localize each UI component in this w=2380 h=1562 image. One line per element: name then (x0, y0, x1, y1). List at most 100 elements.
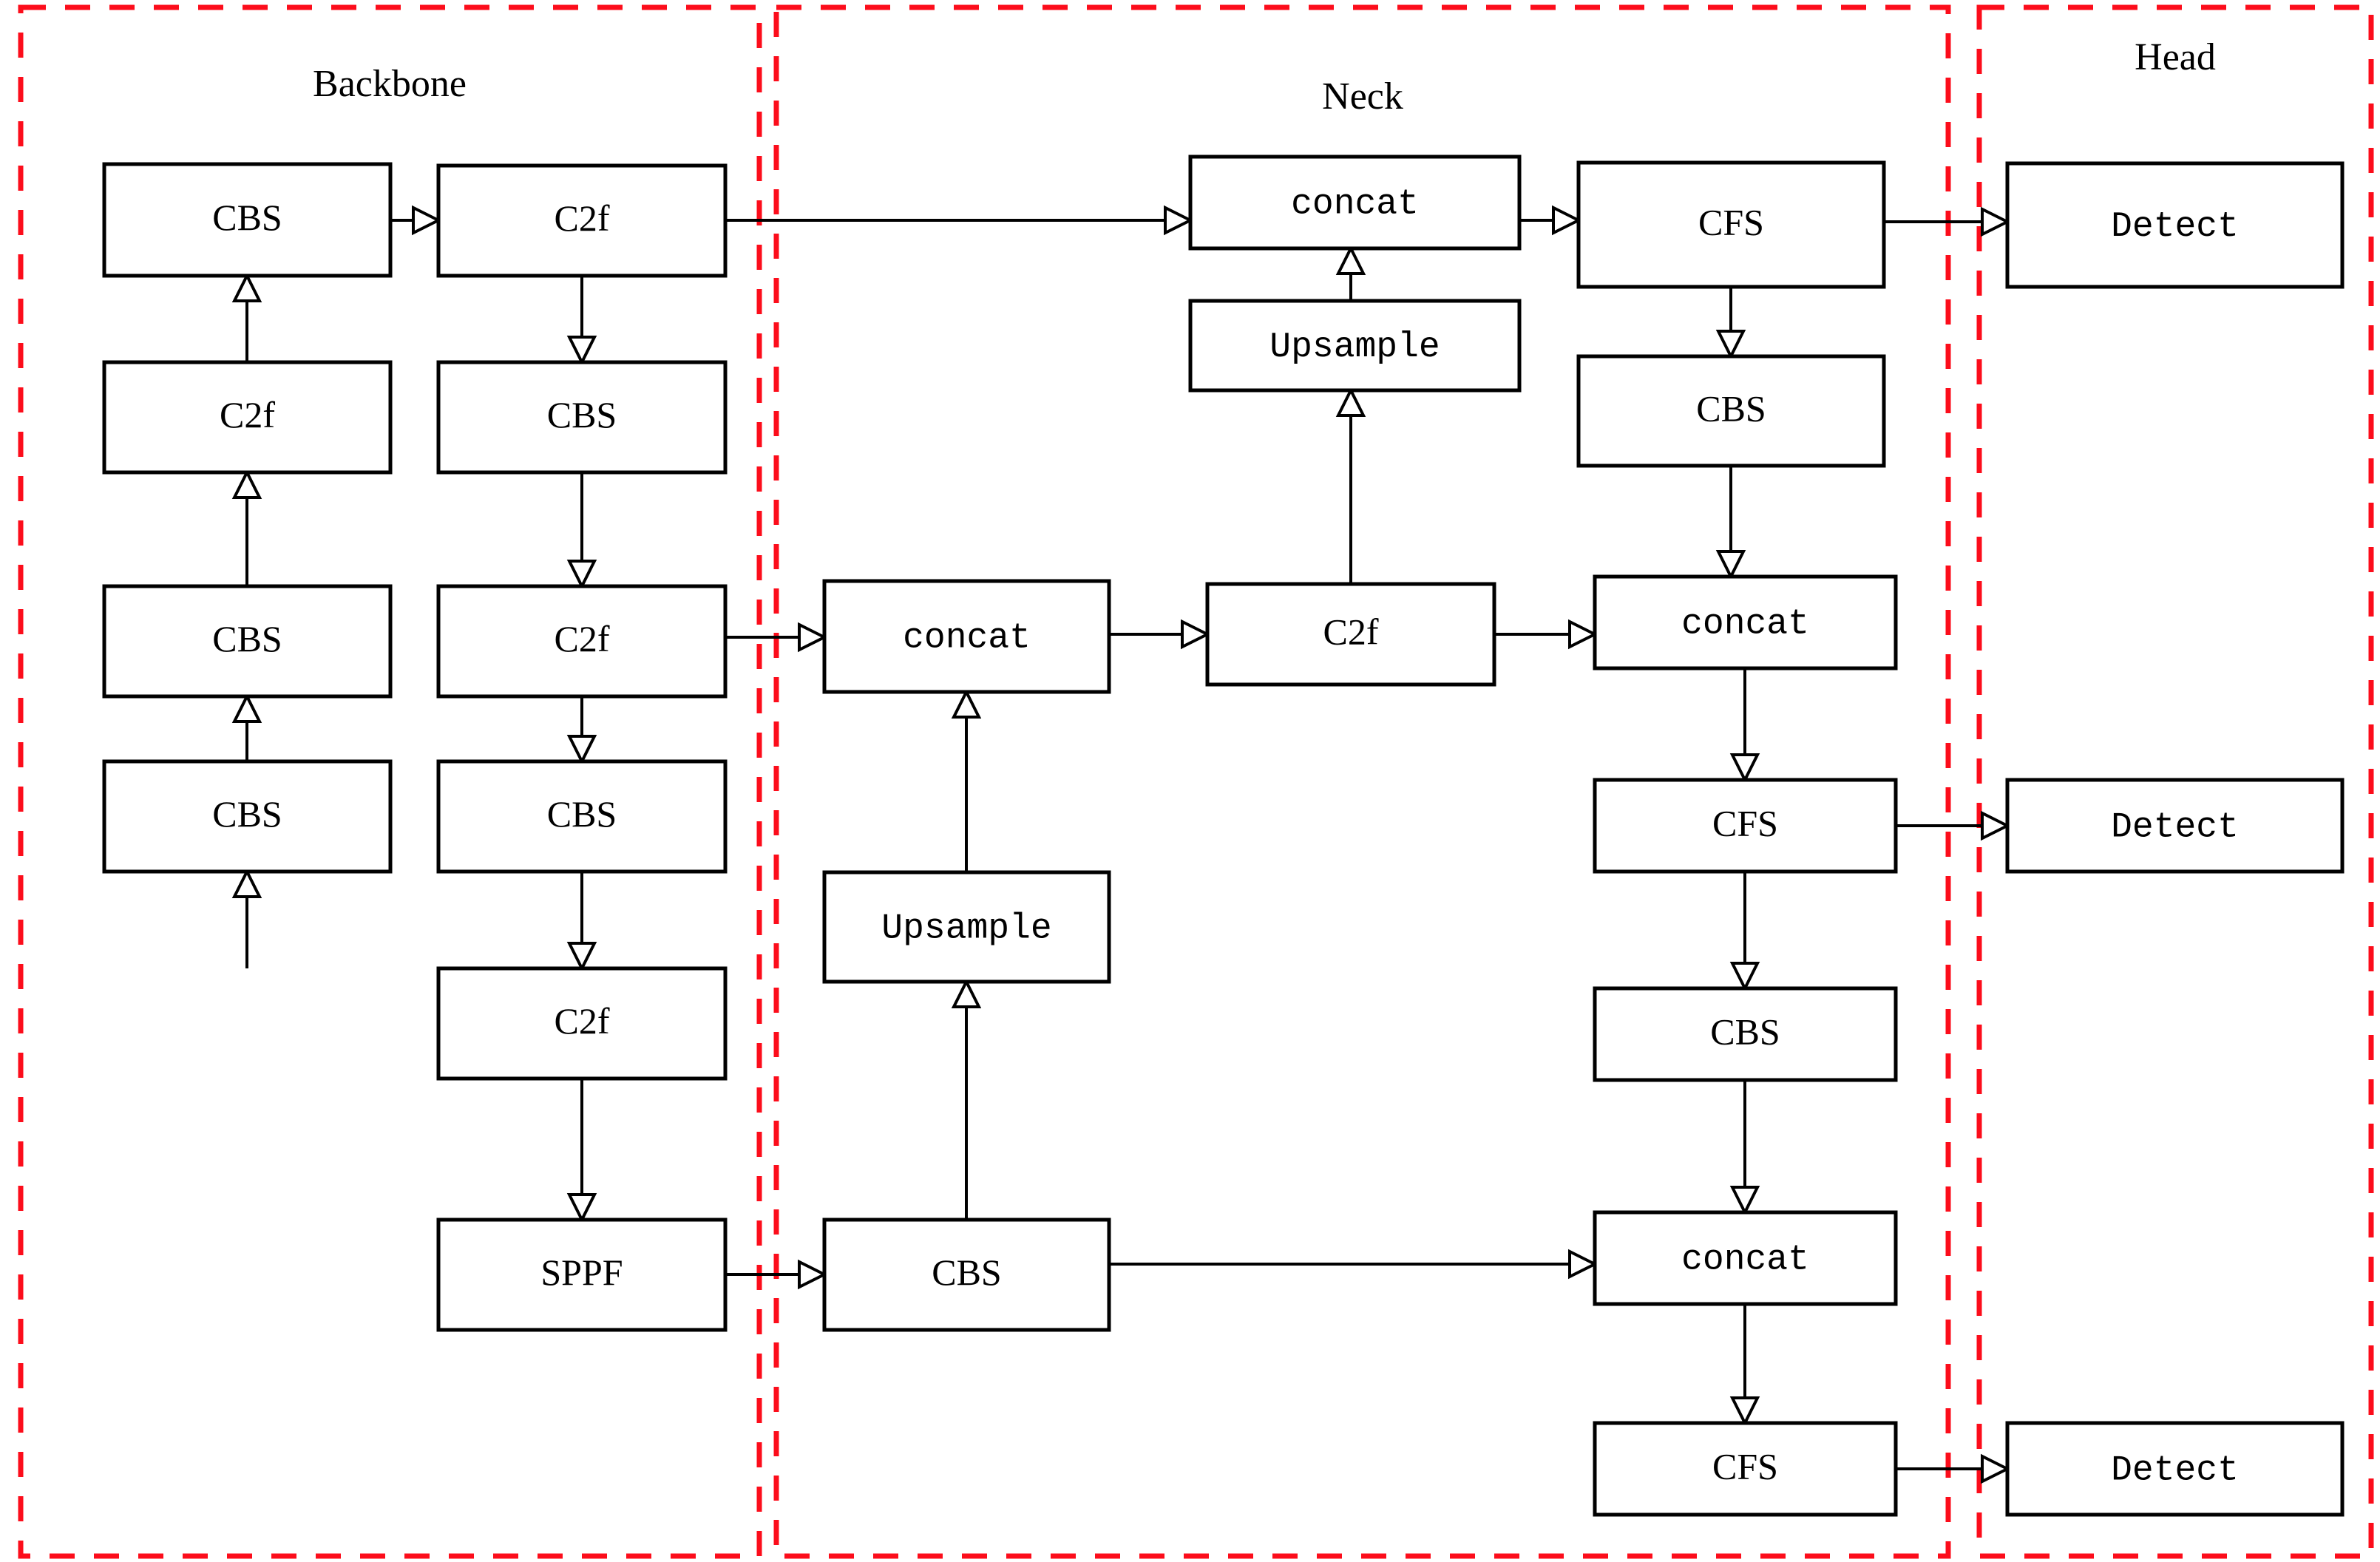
node-bb_c2f_1[interactable]: C2f (436, 163, 728, 278)
node-bb_cbs_1[interactable]: CBS (102, 162, 393, 278)
node-box[interactable] (1576, 160, 1886, 289)
node-box[interactable] (436, 360, 728, 475)
edge-e_cbsr2_concat4 (1729, 1080, 1760, 1216)
region-label-neck: Neck (1322, 75, 1403, 118)
node-label: CBS (212, 197, 282, 238)
node-box[interactable] (2005, 161, 2345, 289)
edge-e_c2fmid_concat3 (1494, 619, 1598, 650)
arrowhead-icon (1715, 330, 1746, 360)
node-nk_c2f_mid[interactable]: C2f (1205, 582, 1496, 687)
node-bb_cbs_3[interactable]: CBS (102, 584, 393, 699)
arrowhead-icon (1981, 810, 2011, 841)
node-box[interactable] (102, 584, 393, 699)
edge-e_concat1_cfs1 (1519, 205, 1582, 236)
node-bb_c2f_2[interactable]: C2f (102, 360, 393, 475)
node-box[interactable] (1576, 354, 1886, 468)
edge-e_cfs2_detect2 (1896, 810, 2011, 841)
region-group: Backbone Neck Head (18, 4, 2374, 1559)
node-label: C2f (555, 1000, 610, 1042)
node-bb_cbs_5[interactable]: CBS (436, 759, 728, 874)
node-label: C2f (220, 394, 275, 435)
arrowhead-icon (566, 560, 597, 590)
arrowhead-icon (1568, 619, 1598, 650)
edge-e_cbs4_cbs3 (231, 693, 262, 761)
node-hd_detect_1[interactable]: Detect (2005, 161, 2345, 289)
node-box[interactable] (436, 584, 728, 699)
node-box[interactable] (1593, 986, 1898, 1082)
node-nk_concat_4[interactable]: concat (1593, 1210, 1898, 1306)
node-box[interactable] (436, 163, 728, 278)
node-hd_detect_2[interactable]: Detect (2005, 778, 2345, 874)
node-label: CBS (547, 394, 617, 435)
node-label: CFS (1712, 802, 1778, 843)
region-border-neck (773, 4, 1951, 1559)
edge-e_up1_concat1 (1335, 245, 1366, 301)
node-nk_cfs_1[interactable]: CFS (1576, 160, 1886, 289)
arrowhead-icon (566, 1193, 597, 1223)
edge-e_sppf_cbsin (725, 1259, 828, 1290)
node-bb_cbs_4[interactable]: CBS (102, 759, 393, 874)
node-box[interactable] (1593, 1210, 1898, 1306)
node-label: concat (1291, 185, 1419, 225)
node-nk_concat_1[interactable]: concat (1188, 154, 1522, 251)
node-box[interactable] (2005, 1421, 2345, 1517)
node-box[interactable] (102, 759, 393, 874)
arrowhead-icon (566, 735, 597, 765)
node-bb_c2f_3[interactable]: C2f (436, 584, 728, 699)
arrowhead-icon (1729, 962, 1760, 992)
node-box[interactable] (822, 579, 1111, 694)
arrowhead-icon (1729, 753, 1760, 784)
arrowhead-icon (951, 978, 982, 1008)
node-nk_cbs_in[interactable]: CBS (822, 1218, 1111, 1332)
node-box[interactable] (1593, 778, 1898, 874)
node-box[interactable] (436, 966, 728, 1081)
node-label: CFS (1712, 1445, 1778, 1487)
node-box[interactable] (436, 1218, 728, 1332)
edge-e_c2f3_concat2 (725, 622, 828, 653)
region-label-head: Head (2135, 36, 2216, 78)
edge-e_c2f1_concat1 (725, 205, 1194, 236)
node-box[interactable] (1205, 582, 1496, 687)
node-box[interactable] (1593, 1421, 1898, 1517)
arrowhead-icon (798, 622, 828, 653)
node-nk_concat_2[interactable]: concat (822, 579, 1111, 694)
arrowhead-icon (566, 336, 597, 366)
arrowhead-icon (1729, 1186, 1760, 1216)
region-label-backbone: Backbone (313, 63, 467, 105)
node-bb_cbs_2[interactable]: CBS (436, 360, 728, 475)
node-box[interactable] (2005, 778, 2345, 874)
edge-e_c2fmid_up1 (1335, 387, 1366, 584)
node-label: Detect (2111, 207, 2239, 247)
node-box[interactable] (1593, 574, 1898, 670)
node-nk_upsample_1[interactable]: Upsample (1188, 299, 1522, 393)
node-nk_cfs_2[interactable]: CFS (1593, 778, 1898, 874)
edge-e_cbsin_concat4 (1109, 1249, 1598, 1280)
node-nk_concat_3[interactable]: concat (1593, 574, 1898, 670)
arrowhead-icon (231, 469, 262, 499)
node-box[interactable] (1188, 154, 1522, 251)
region-border-backbone (18, 4, 762, 1559)
edge-e_cfs3_detect3 (1896, 1453, 2011, 1484)
edge-e_cfs1_detect1 (1884, 206, 2011, 237)
node-box[interactable] (436, 759, 728, 874)
node-box[interactable] (822, 870, 1111, 984)
node-nk_cbs_r1[interactable]: CBS (1576, 354, 1886, 468)
node-nk_cfs_3[interactable]: CFS (1593, 1421, 1898, 1517)
arrowhead-icon (798, 1259, 828, 1290)
node-box[interactable] (102, 162, 393, 278)
node-box[interactable] (822, 1218, 1111, 1332)
node-nk_upsample_2[interactable]: Upsample (822, 870, 1111, 984)
node-box[interactable] (102, 360, 393, 475)
node-bb_sppf[interactable]: SPPF (436, 1218, 728, 1332)
edge-e_concat4_cfs3 (1729, 1304, 1760, 1427)
node-label: CBS (212, 793, 282, 835)
edge-e_cfs2_cbsr2 (1729, 872, 1760, 992)
node-label: CBS (212, 618, 282, 659)
arrowhead-icon (1981, 1453, 2011, 1484)
node-bb_c2f_4[interactable]: C2f (436, 966, 728, 1081)
node-label: SPPF (540, 1252, 623, 1293)
node-box[interactable] (1188, 299, 1522, 393)
node-hd_detect_3[interactable]: Detect (2005, 1421, 2345, 1517)
node-nk_cbs_r2[interactable]: CBS (1593, 986, 1898, 1082)
